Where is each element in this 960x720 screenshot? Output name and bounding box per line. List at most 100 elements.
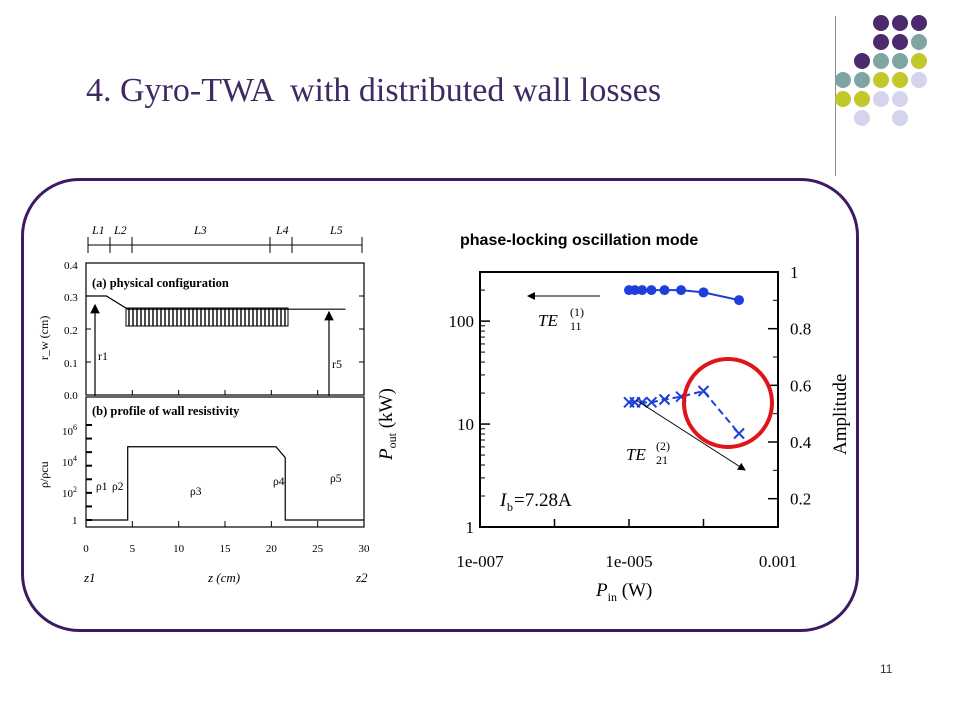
decorative-dot [854,110,870,126]
section-dimension-bar [87,237,363,253]
region-label-rho4: ρ4 [273,476,285,488]
te11-annotation: TE [538,311,558,330]
series-line-1 [629,389,740,435]
x-tick-label: 1e-005 [605,552,652,571]
panel-b-xtick-label: 5 [130,543,136,555]
panel-b-ylabel: ρ/ρcu [37,461,51,488]
te21-subscript: 21 [656,453,668,467]
decorative-dot [911,72,927,88]
decorative-dot [911,34,927,50]
y2-tick-label: 0.6 [790,376,811,395]
data-point-x-stroke [645,396,658,409]
region-label-rho5: ρ5 [330,473,342,485]
series-layer [623,285,745,440]
y2-tick-label: 1 [790,263,799,282]
section-label-l1: L1 [91,223,105,237]
decorative-dot [854,53,870,69]
te11-superscript: (1) [570,305,584,319]
panel-a-ytick-0.1: 0.1 [64,358,78,370]
panel-b-xtick-label: 10 [173,543,185,555]
decorative-dot [892,91,908,107]
current-symbol: I [499,490,508,511]
panel-a-ytick-0.3: 0.3 [64,292,78,304]
region-label-rho3: ρ3 [190,486,202,498]
x-axis-label: Pin (W) [595,580,652,604]
panel-b-ytick-1: 1 [72,515,78,527]
main-axis-ticks [479,271,779,528]
decorative-dot [854,72,870,88]
decorative-dot [911,53,927,69]
data-point-x [658,393,671,406]
te21-annotation: TE [626,445,646,464]
panel-a-ytick-0.0: 0.0 [64,390,78,402]
data-point-x [645,396,658,409]
region-label-rho2: ρ2 [112,481,124,493]
resistivity-line [86,446,364,521]
y2-tick-label: 0.4 [790,433,812,452]
decorative-dot [892,110,908,126]
panel-a-ticks [85,262,365,396]
plot-frame [479,271,779,528]
data-point-x [733,427,745,440]
radius-label-r5: r5 [332,357,342,371]
decorative-dot [835,91,851,107]
panel-b-xtick-label: 20 [266,543,278,555]
data-point-circle [629,285,640,296]
decorative-dot [854,91,870,107]
section-label-l3: L3 [193,223,207,237]
y2-tick-label: 0.2 [790,490,811,509]
y-tick-label: 1 [466,518,475,537]
x-tick-label: 1e-007 [456,552,504,571]
region-label-rho1: ρ1 [96,481,108,493]
data-point-x-stroke [733,427,745,440]
panel-b-xtick-label: 15 [220,543,232,555]
panel-b-ytick-1e4: 104 [62,454,77,469]
section-label-l2: L2 [113,223,127,237]
data-point-circle [698,287,709,298]
data-point-x-stroke [658,393,671,406]
panel-b-xtick-label: 30 [359,543,371,555]
data-point-circle [676,285,687,296]
y-tick-label: 10 [457,415,474,434]
content-frame [21,178,859,632]
x-tick-label: 0.001 [759,552,797,571]
y-tick-label: 100 [449,312,475,331]
data-point-circle [637,285,648,296]
data-point-circle [659,285,670,296]
panel-a-ylabel: r_w (cm) [37,316,51,360]
z2-label: z2 [355,570,368,585]
panel-a-label: (a) physical configuration [92,276,229,290]
decorative-dot [911,15,927,31]
te11-subscript: 11 [570,319,582,333]
z1-label: z1 [83,570,96,585]
section-label-l4: L4 [275,223,289,237]
panel-b-ytick-1e2: 102 [62,485,77,500]
decorative-dot [873,91,889,107]
y2-tick-label: 0.8 [790,320,811,339]
te21-superscript: (2) [656,439,670,453]
decorative-dot [892,53,908,69]
decorative-dot [873,53,889,69]
wall-radius-line [86,295,346,310]
y-axis-label: Pout (kW) [376,388,399,461]
lossy-section-hatch [125,307,289,327]
chart-title: phase-locking oscillation mode [460,232,698,249]
data-point-x [697,385,710,397]
y2-axis-label: Amplitude [830,374,851,455]
panel-a-ytick-0.4: 0.4 [64,260,78,272]
current-subscript: b [507,500,513,514]
te21-arrow [635,399,746,471]
panel-b-ytick-1e6: 106 [62,423,77,438]
radius-label-r1: r1 [98,349,108,363]
page-number: 11 [880,662,893,676]
highlight-circle [682,357,774,449]
decorative-dot [835,72,851,88]
decorative-dot [892,34,908,50]
panel-b-label: (b) profile of wall resistivity [92,404,240,418]
decorative-dot [873,15,889,31]
decorative-dot [873,34,889,50]
decorative-dot [892,15,908,31]
decorative-dot [873,72,889,88]
panel-a-ytick-0.2: 0.2 [64,325,78,337]
